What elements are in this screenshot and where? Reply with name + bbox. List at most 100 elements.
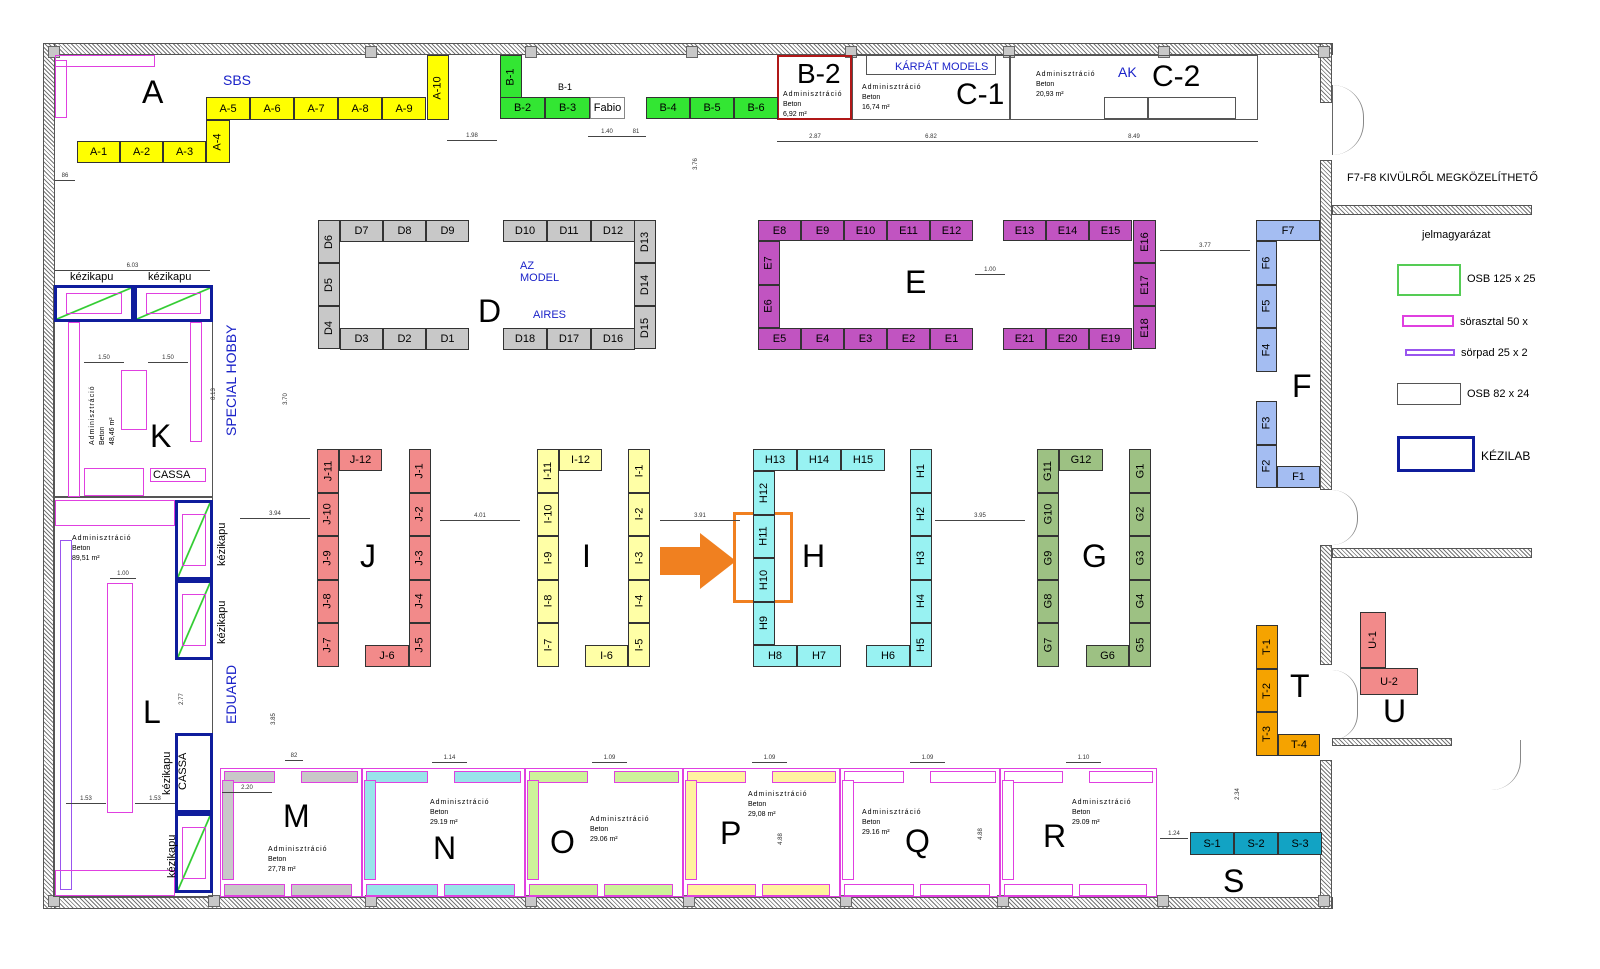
booth-f3[interactable]: F3 bbox=[1256, 401, 1277, 445]
booth-f1[interactable]: F1 bbox=[1277, 466, 1320, 488]
booth-d6[interactable]: D6 bbox=[318, 220, 340, 263]
booth-d11[interactable]: D11 bbox=[547, 220, 591, 242]
booth-b-6[interactable]: B-6 bbox=[734, 97, 778, 119]
booth-i-8[interactable]: I-8 bbox=[537, 579, 559, 623]
booth-a-5[interactable]: A-5 bbox=[206, 97, 250, 120]
booth-d4[interactable]: D4 bbox=[318, 306, 340, 349]
booth-e15[interactable]: E15 bbox=[1089, 220, 1132, 241]
booth-f5[interactable]: F5 bbox=[1256, 284, 1277, 328]
booth-i-1[interactable]: I-1 bbox=[628, 449, 650, 493]
booth-h8[interactable]: H8 bbox=[753, 645, 797, 667]
booth-t-1[interactable]: T-1 bbox=[1256, 625, 1278, 669]
booth-j-1[interactable]: J-1 bbox=[409, 449, 431, 493]
booth-d1[interactable]: D1 bbox=[426, 328, 469, 350]
booth-f2[interactable]: F2 bbox=[1256, 444, 1277, 488]
booth-d12[interactable]: D12 bbox=[591, 220, 635, 242]
booth-g2[interactable]: G2 bbox=[1129, 492, 1151, 536]
booth-j-9[interactable]: J-9 bbox=[317, 536, 339, 580]
booth-g5[interactable]: G5 bbox=[1129, 623, 1151, 667]
booth-j-12[interactable]: J-12 bbox=[339, 449, 382, 471]
booth-g12[interactable]: G12 bbox=[1059, 449, 1103, 471]
booth-i-11[interactable]: I-11 bbox=[537, 449, 559, 493]
booth-j-11[interactable]: J-11 bbox=[317, 449, 339, 493]
booth-i-7[interactable]: I-7 bbox=[537, 623, 559, 667]
booth-h6[interactable]: H6 bbox=[866, 645, 910, 667]
booth-d15[interactable]: D15 bbox=[634, 306, 656, 349]
booth-a-1[interactable]: A-1 bbox=[77, 141, 120, 163]
booth-e9[interactable]: E9 bbox=[801, 220, 844, 241]
booth-a-10[interactable]: A-10 bbox=[427, 55, 449, 120]
booth-fabio[interactable]: Fabio bbox=[590, 97, 625, 119]
booth-a-8[interactable]: A-8 bbox=[338, 97, 382, 120]
booth-g10[interactable]: G10 bbox=[1037, 492, 1059, 536]
booth-e19[interactable]: E19 bbox=[1089, 328, 1132, 350]
booth-g11[interactable]: G11 bbox=[1037, 449, 1059, 493]
booth-d16[interactable]: D16 bbox=[591, 328, 635, 350]
booth-b-2[interactable]: B-2 bbox=[500, 97, 545, 119]
booth-t-3[interactable]: T-3 bbox=[1256, 712, 1278, 757]
booth-a-4[interactable]: A-4 bbox=[206, 120, 230, 163]
booth-d17[interactable]: D17 bbox=[547, 328, 591, 350]
booth-h13[interactable]: H13 bbox=[753, 449, 797, 471]
booth-i-9[interactable]: I-9 bbox=[537, 536, 559, 580]
booth-h11[interactable]: H11 bbox=[753, 514, 775, 558]
booth-d3[interactable]: D3 bbox=[340, 328, 383, 350]
booth-h15[interactable]: H15 bbox=[841, 449, 885, 471]
booth-u-2[interactable]: U-2 bbox=[1360, 668, 1418, 695]
booth-d2[interactable]: D2 bbox=[383, 328, 426, 350]
booth-i-4[interactable]: I-4 bbox=[628, 579, 650, 623]
booth-g9[interactable]: G9 bbox=[1037, 536, 1059, 580]
booth-d7[interactable]: D7 bbox=[340, 220, 383, 242]
booth-e13[interactable]: E13 bbox=[1003, 220, 1046, 241]
booth-d13[interactable]: D13 bbox=[634, 220, 656, 263]
booth-g8[interactable]: G8 bbox=[1037, 579, 1059, 623]
booth-h10[interactable]: H10 bbox=[753, 558, 775, 602]
booth-h9[interactable]: H9 bbox=[753, 601, 775, 645]
booth-a-3[interactable]: A-3 bbox=[163, 141, 206, 163]
booth-h7[interactable]: H7 bbox=[797, 645, 841, 667]
booth-b-3[interactable]: B-3 bbox=[545, 97, 590, 119]
booth-d18[interactable]: D18 bbox=[503, 328, 547, 350]
booth-a-9[interactable]: A-9 bbox=[382, 97, 426, 120]
booth-e21[interactable]: E21 bbox=[1003, 328, 1046, 350]
booth-t-2[interactable]: T-2 bbox=[1256, 668, 1278, 713]
booth-e17[interactable]: E17 bbox=[1133, 263, 1156, 306]
booth-t-4[interactable]: T-4 bbox=[1278, 734, 1320, 756]
booth-e16[interactable]: E16 bbox=[1133, 220, 1156, 263]
booth-j-7[interactable]: J-7 bbox=[317, 623, 339, 667]
booth-g4[interactable]: G4 bbox=[1129, 579, 1151, 623]
booth-b-5[interactable]: B-5 bbox=[690, 97, 734, 119]
booth-e7[interactable]: E7 bbox=[758, 241, 780, 285]
booth-s-1[interactable]: S-1 bbox=[1190, 832, 1234, 855]
booth-e14[interactable]: E14 bbox=[1046, 220, 1089, 241]
booth-e10[interactable]: E10 bbox=[844, 220, 887, 241]
booth-f4[interactable]: F4 bbox=[1256, 328, 1277, 372]
booth-h4[interactable]: H4 bbox=[910, 579, 932, 623]
booth-j-10[interactable]: J-10 bbox=[317, 492, 339, 536]
booth-d14[interactable]: D14 bbox=[634, 263, 656, 306]
booth-a-6[interactable]: A-6 bbox=[250, 97, 294, 120]
booth-e12[interactable]: E12 bbox=[930, 220, 973, 241]
booth-j-4[interactable]: J-4 bbox=[409, 579, 431, 623]
booth-e8[interactable]: E8 bbox=[758, 220, 801, 241]
booth-h12[interactable]: H12 bbox=[753, 471, 775, 515]
booth-e6[interactable]: E6 bbox=[758, 284, 780, 328]
booth-g6[interactable]: G6 bbox=[1086, 645, 1129, 667]
booth-e4[interactable]: E4 bbox=[801, 328, 844, 350]
booth-b-1[interactable]: B-1 bbox=[500, 55, 522, 98]
booth-j-5[interactable]: J-5 bbox=[409, 623, 431, 667]
booth-g3[interactable]: G3 bbox=[1129, 536, 1151, 580]
booth-s-3[interactable]: S-3 bbox=[1278, 832, 1322, 855]
booth-d10[interactable]: D10 bbox=[503, 220, 547, 242]
booth-u-1[interactable]: U-1 bbox=[1360, 612, 1386, 668]
booth-h1[interactable]: H1 bbox=[910, 449, 932, 493]
booth-e18[interactable]: E18 bbox=[1133, 306, 1156, 349]
booth-d5[interactable]: D5 bbox=[318, 263, 340, 306]
booth-j-8[interactable]: J-8 bbox=[317, 579, 339, 623]
booth-i-2[interactable]: I-2 bbox=[628, 492, 650, 536]
booth-d8[interactable]: D8 bbox=[383, 220, 426, 242]
booth-e11[interactable]: E11 bbox=[887, 220, 930, 241]
booth-i-12[interactable]: I-12 bbox=[559, 449, 602, 471]
booth-s-2[interactable]: S-2 bbox=[1234, 832, 1278, 855]
booth-h14[interactable]: H14 bbox=[797, 449, 841, 471]
